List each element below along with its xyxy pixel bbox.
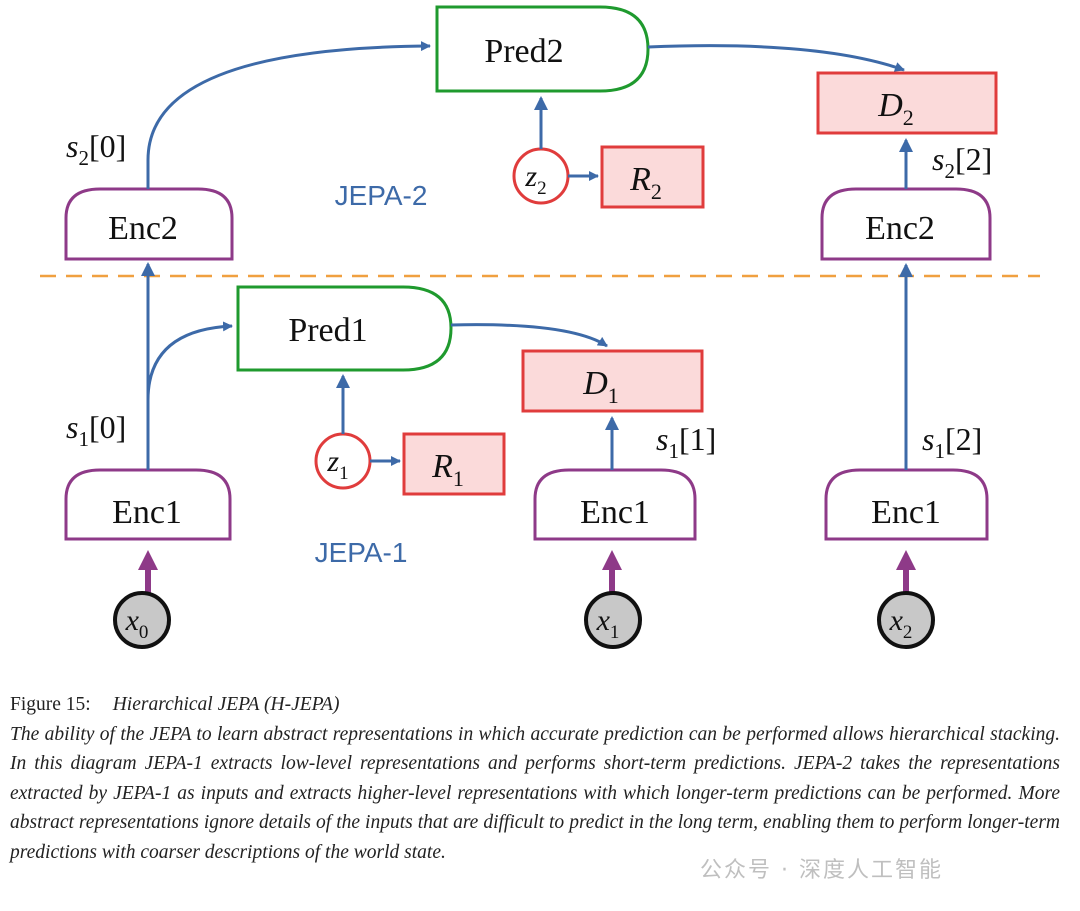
- caption-heading: Figure 15: Hierarchical JEPA (H-JEPA): [10, 690, 1060, 720]
- svg-text:x1: x1: [596, 604, 620, 643]
- pred1-label: Pred1: [288, 312, 367, 349]
- z2-node: z2: [512, 147, 570, 205]
- arrow-pred2-to-d2: [647, 44, 905, 72]
- s2-0-label: s2[0]: [66, 128, 126, 170]
- jepa2-label: JEPA-2: [335, 180, 428, 211]
- r2-node: R2: [600, 145, 705, 209]
- enc1-c-label: Enc1: [871, 494, 941, 531]
- pred2-node: Pred2: [435, 5, 650, 93]
- enc2-right-node: Enc2: [820, 187, 992, 261]
- s2-2-label: s2[2]: [932, 141, 992, 183]
- x0-node: x0: [113, 591, 171, 649]
- x1-node: x1: [584, 591, 642, 649]
- d2-label: D2: [877, 87, 914, 130]
- enc2-right-label: Enc2: [865, 210, 935, 247]
- enc1-a-node: Enc1: [64, 468, 232, 541]
- x2-node: x2: [877, 591, 935, 649]
- svg-text:x0: x0: [125, 604, 149, 643]
- s1-0-label: s1[0]: [66, 409, 126, 451]
- arrow-pred1-to-d1: [450, 323, 608, 348]
- s1-1-label: s1[1]: [656, 421, 716, 463]
- arrow-enc1a-to-pred1: [146, 321, 233, 470]
- watermark: 公众号 · 深度人工智能: [700, 858, 943, 883]
- svg-text:x2: x2: [889, 604, 913, 643]
- enc2-left-label: Enc2: [108, 210, 178, 247]
- enc1-b-label: Enc1: [580, 494, 650, 531]
- r1-node: R1: [402, 432, 506, 496]
- figure-title: Hierarchical JEPA (H-JEPA): [112, 694, 340, 715]
- pred2-label: Pred2: [484, 33, 563, 70]
- enc1-a-label: Enc1: [112, 494, 182, 531]
- d1-node: D1: [521, 349, 704, 413]
- svg-text:R1: R1: [431, 448, 464, 491]
- h-jepa-diagram: Pred2 D2 z2 R2 Enc2 Enc2 JEPA-2 s2[0] s2…: [40, 5, 1040, 649]
- figure-number: Figure 15:: [10, 694, 91, 715]
- svg-text:z1: z1: [326, 445, 348, 484]
- s1-2-label: s1[2]: [922, 421, 982, 463]
- pred1-node: Pred1: [236, 285, 453, 372]
- enc2-left-node: Enc2: [64, 187, 234, 261]
- figure-caption: Figure 15: Hierarchical JEPA (H-JEPA) The…: [10, 690, 1060, 867]
- jepa1-label: JEPA-1: [315, 537, 408, 568]
- z1-node: z1: [314, 432, 372, 490]
- svg-text:D1: D1: [582, 365, 619, 408]
- enc1-b-node: Enc1: [533, 468, 697, 541]
- arrow-enc2-to-pred2: [146, 41, 431, 189]
- enc1-c-node: Enc1: [824, 468, 989, 541]
- svg-text:z2: z2: [524, 160, 546, 199]
- caption-body: The ability of the JEPA to learn abstrac…: [10, 723, 1060, 863]
- d2-node: D2: [816, 71, 998, 135]
- svg-text:R2: R2: [629, 161, 662, 204]
